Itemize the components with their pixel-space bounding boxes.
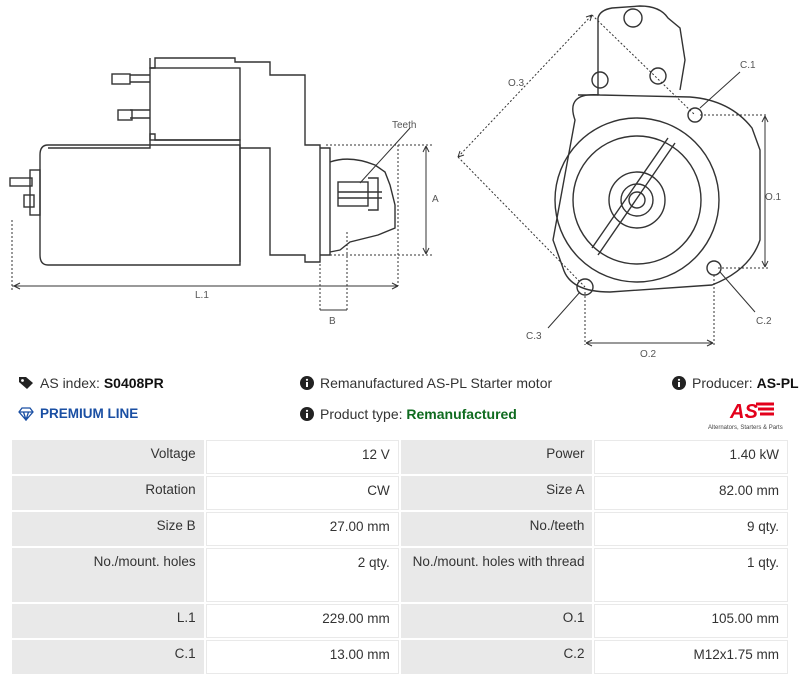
- description-row: Remanufactured AS-PL Starter motor: [300, 375, 552, 391]
- as-pl-logo: AS Alternators, Starters & Parts: [708, 401, 783, 431]
- as-index-label: AS index:: [40, 375, 100, 391]
- spec-value: 27.00 mm: [205, 512, 399, 546]
- producer-row: Producer: AS-PL: [672, 375, 799, 391]
- spec-key: No./teeth: [400, 512, 593, 546]
- spec-value: CW: [205, 476, 399, 510]
- spec-key: O.1: [400, 604, 593, 638]
- premium-line-text: PREMIUM LINE: [40, 406, 139, 421]
- o2-label: O.2: [640, 349, 657, 360]
- producer-label: Producer:: [692, 375, 753, 391]
- spec-value: M12x1.75 mm: [594, 640, 788, 674]
- info-icon: [300, 376, 314, 390]
- spec-value: 105.00 mm: [594, 604, 788, 638]
- spec-key: Size B: [12, 512, 204, 546]
- description-text: Remanufactured AS-PL Starter motor: [320, 375, 553, 391]
- l1-label: L.1: [195, 290, 209, 301]
- premium-line-badge: PREMIUM LINE: [18, 406, 138, 421]
- spec-value: 1.40 kW: [594, 440, 788, 474]
- spec-key: C.2: [400, 640, 593, 674]
- c2-label: C.2: [756, 316, 772, 327]
- size-a-label: A: [432, 194, 439, 205]
- size-b-label: B: [329, 316, 336, 327]
- info-icon: [300, 407, 314, 421]
- spec-value: 13.00 mm: [205, 640, 399, 674]
- spec-key: No./mount. holes with thread: [400, 548, 593, 602]
- as-index-value: S0408PR: [103, 375, 164, 391]
- spec-key: L.1: [12, 604, 204, 638]
- spec-value: 2 qty.: [205, 548, 399, 602]
- spec-key: Size A: [400, 476, 593, 510]
- spec-value: 229.00 mm: [205, 604, 399, 638]
- spec-key: Voltage: [12, 440, 204, 474]
- spec-value: 82.00 mm: [594, 476, 788, 510]
- logo-tagline: Alternators, Starters & Parts: [708, 425, 783, 431]
- spec-key: No./mount. holes: [12, 548, 204, 602]
- spec-key: Power: [400, 440, 593, 474]
- tag-icon: [19, 377, 33, 389]
- product-type-value: Remanufactured: [406, 406, 517, 422]
- diamond-icon: [18, 406, 34, 421]
- spec-value: 9 qty.: [594, 512, 788, 546]
- product-type-label: Product type:: [320, 406, 403, 422]
- producer-value: AS-PL: [756, 375, 799, 391]
- c3-label: C.3: [526, 331, 542, 342]
- o3-label: O.3: [508, 78, 525, 89]
- c1-label: C.1: [740, 60, 756, 71]
- spec-value: 12 V: [205, 440, 399, 474]
- logo-text: AS: [729, 401, 758, 423]
- as-index-row: AS index: S0408PR: [18, 375, 164, 391]
- teeth-label: Teeth: [392, 120, 416, 131]
- product-type-row: Product type: Remanufactured: [300, 406, 517, 422]
- starter-technical-drawing: Teeth A B L.1 O.3 C.1 O.1 C.2 C.3 O.2: [9, 5, 782, 360]
- spec-key: Rotation: [12, 476, 204, 510]
- spec-value: 1 qty.: [594, 548, 788, 602]
- spec-key: C.1: [12, 640, 204, 674]
- o1-label: O.1: [765, 192, 782, 203]
- info-icon: [672, 376, 686, 390]
